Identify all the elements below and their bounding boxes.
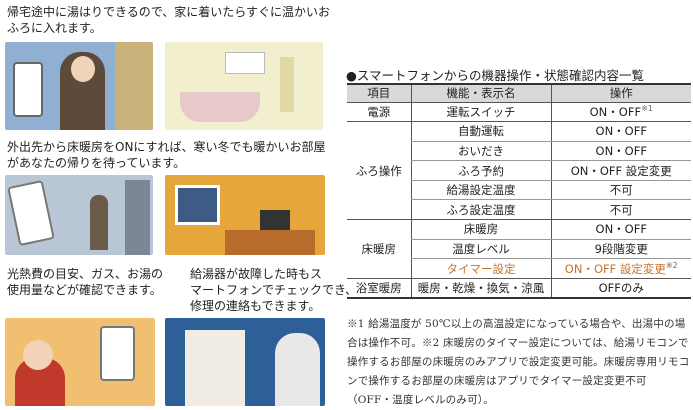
- operation-cell: ON・OFF: [550, 219, 691, 240]
- function-cell: 床暖房: [410, 219, 551, 240]
- category-cell: ふろ操作: [347, 121, 411, 221]
- illustration-repair-call: [165, 318, 325, 406]
- header-function: 機能・表示名: [410, 83, 551, 103]
- footnotes: ※1 給湯温度が 50℃以上の高温設定になっている場合や、出湯中の場合は操作不可…: [347, 318, 690, 406]
- line: 給湯器が故障した時もス: [190, 267, 323, 281]
- illustration-bath: [165, 42, 323, 130]
- line: マートフォンでチェックでき、: [190, 283, 358, 297]
- operation-value: 9段階変更: [594, 241, 648, 256]
- operation-value: OFFのみ: [598, 280, 644, 295]
- illustration-winter-street: [5, 175, 153, 255]
- line: 外出先から床暖房をONにすれば、寒い冬でも暖かいお部屋: [7, 140, 326, 154]
- category-cell: 床暖房: [347, 219, 411, 279]
- operation-value: ON・OFF: [595, 222, 647, 237]
- energy-text: 光熱費の目安、ガス、お湯の使用量などが確認できます。: [7, 266, 163, 298]
- operation-cell: 不可: [550, 180, 691, 201]
- intro-text-1: 帰宅途中に湯はりできるので、家に着いたらすぐに温かいおふろに入れます。: [7, 4, 330, 36]
- footnote-marker: ※2: [665, 260, 678, 270]
- operation-cell: ON・OFF: [550, 121, 691, 142]
- line: 帰宅途中に湯はりできるので、家に着いたらすぐに温かいお: [7, 5, 331, 19]
- function-cell: 温度レベル: [410, 239, 551, 260]
- table-row: ふろ設定温度 不可: [347, 199, 691, 221]
- illustration-usage-check: [5, 318, 155, 406]
- operation-cell: ON・OFF 設定変更: [550, 160, 691, 181]
- table-row: おいだき ON・OFF: [347, 141, 691, 162]
- line: 光熱費の目安、ガス、お湯の: [7, 267, 164, 281]
- table-row: 給湯設定温度 不可: [347, 180, 691, 201]
- function-cell: ふろ設定温度: [410, 199, 551, 221]
- intro-text-2: 外出先から床暖房をONにすれば、寒い冬でも暖かいお部屋があなたの帰りを待っていま…: [7, 139, 326, 171]
- function-cell: おいだき: [410, 141, 551, 162]
- illustration-commute: [5, 42, 153, 130]
- operation-value: ON・OFF: [595, 143, 647, 158]
- table-row: 床暖房床暖房 ON・OFF: [347, 219, 691, 279]
- category-cell: 浴室暖房: [347, 278, 411, 299]
- operation-value: 不可: [609, 202, 633, 217]
- function-cell: 自動運転: [410, 121, 551, 142]
- line: 修理の連絡もできます。: [190, 299, 321, 313]
- operation-cell: 9段階変更: [550, 239, 691, 260]
- table-row: ふろ操作自動運転 ON・OFF: [347, 121, 691, 221]
- operation-value: ON・OFF: [589, 104, 642, 119]
- function-cell: 運転スイッチ: [410, 102, 551, 123]
- operation-value: ON・OFF: [595, 124, 647, 139]
- repair-text: 給湯器が故障した時もスマートフォンでチェックでき、修理の連絡もできます。: [190, 266, 357, 314]
- operation-cell: ON・OFF 設定変更※2: [550, 258, 691, 279]
- table-row: ふろ予約 ON・OFF 設定変更: [347, 160, 691, 181]
- footnote-marker: ※1: [641, 103, 653, 113]
- operation-value: ON・OFF 設定変更: [564, 261, 666, 276]
- operation-cell: 不可: [550, 199, 691, 221]
- operation-cell: ON・OFF: [550, 141, 691, 162]
- operation-cell: ON・OFF※1: [550, 102, 691, 123]
- function-cell: 給湯設定温度: [410, 180, 551, 201]
- header-operation: 操作: [550, 83, 691, 103]
- illustration-warm-room: [165, 175, 325, 255]
- function-cell: タイマー設定: [410, 258, 551, 279]
- line: ふろに入れます。: [7, 21, 102, 35]
- table-title: ●スマートフォンからの機器操作・状態確認内容一覧: [346, 68, 645, 83]
- operation-value: ON・OFF 設定変更: [570, 163, 672, 178]
- category-cell: 電源: [347, 102, 411, 123]
- line: 使用量などが確認できます。: [7, 283, 162, 297]
- table-row: 浴室暖房暖房・乾燥・換気・涼風 OFFのみ: [347, 278, 691, 299]
- table-header: 項目 機能・表示名 操作: [347, 83, 691, 103]
- operation-cell: OFFのみ: [550, 278, 691, 299]
- function-cell: ふろ予約: [410, 160, 551, 181]
- table-row: 温度レベル 9段階変更: [347, 239, 691, 260]
- function-cell: 暖房・乾燥・換気・涼風: [410, 278, 551, 299]
- line: があなたの帰りを待っています。: [7, 156, 186, 170]
- header-category: 項目: [347, 83, 411, 103]
- operation-value: 不可: [609, 183, 633, 198]
